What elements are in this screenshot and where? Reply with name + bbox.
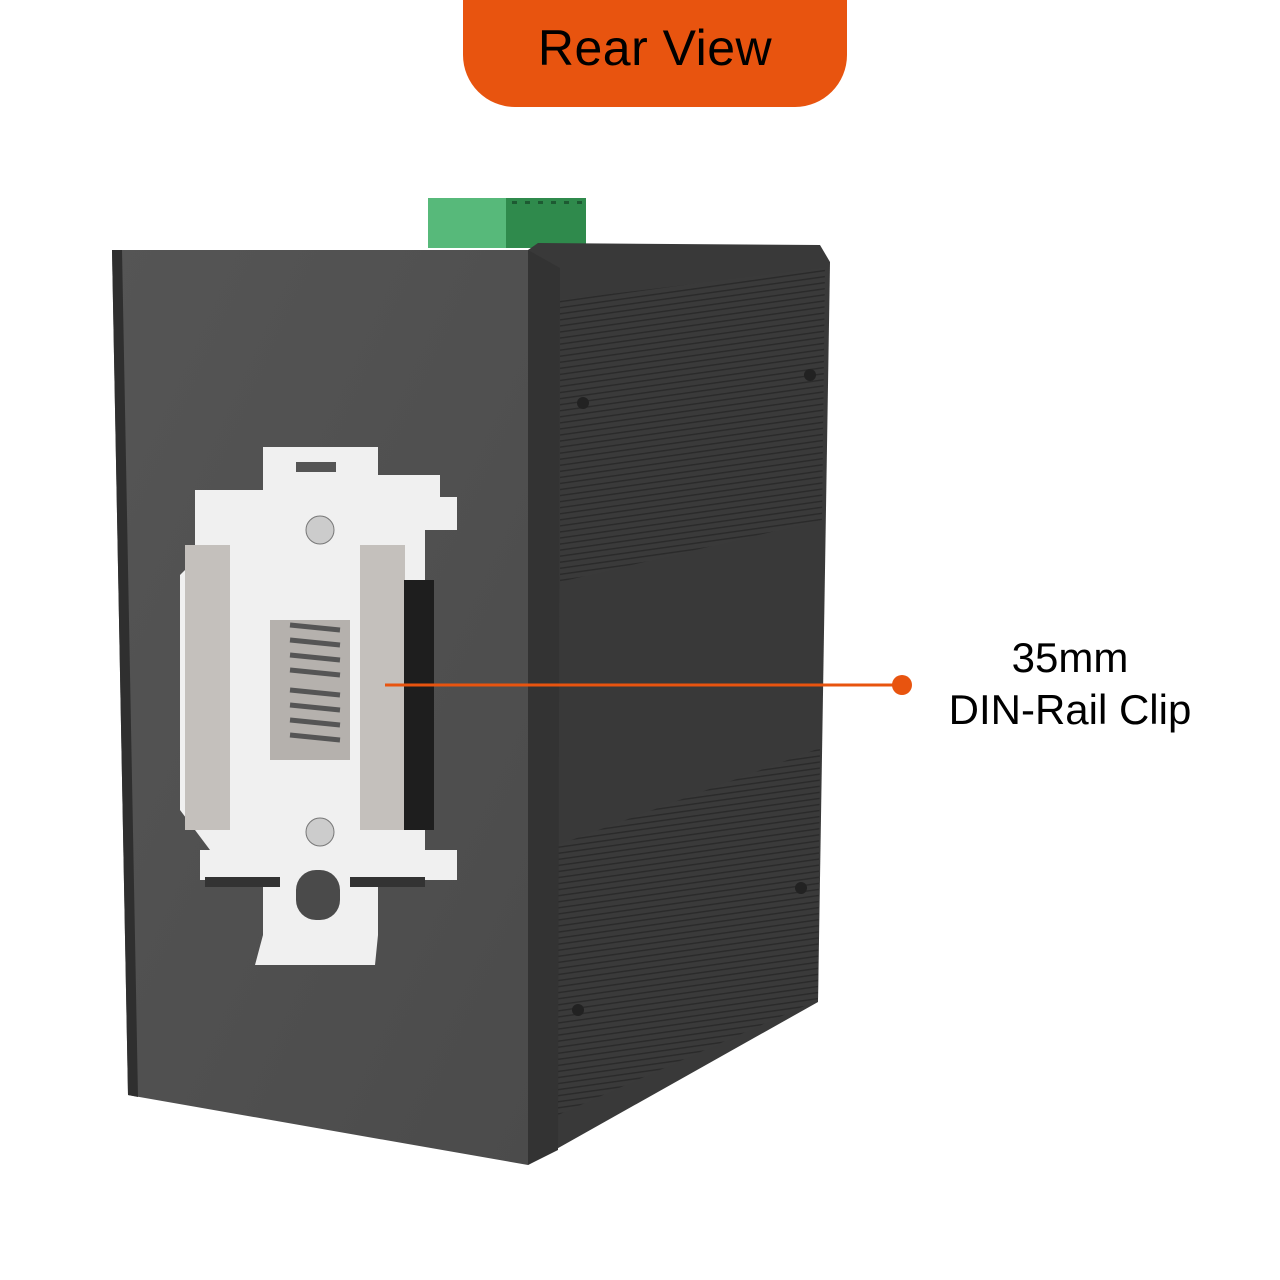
callout-line2: DIN-Rail Clip <box>948 686 1192 733</box>
side-screws <box>572 369 816 1016</box>
view-title-badge: Rear View <box>463 0 847 107</box>
terminal-block <box>428 198 586 248</box>
din-rail-callout: 35mm DIN-Rail Clip <box>930 632 1210 736</box>
callout-line1: 35mm <box>1011 634 1129 681</box>
callout-dot-icon <box>892 675 912 695</box>
din-rail-clip <box>180 447 457 965</box>
view-title: Rear View <box>537 20 773 76</box>
